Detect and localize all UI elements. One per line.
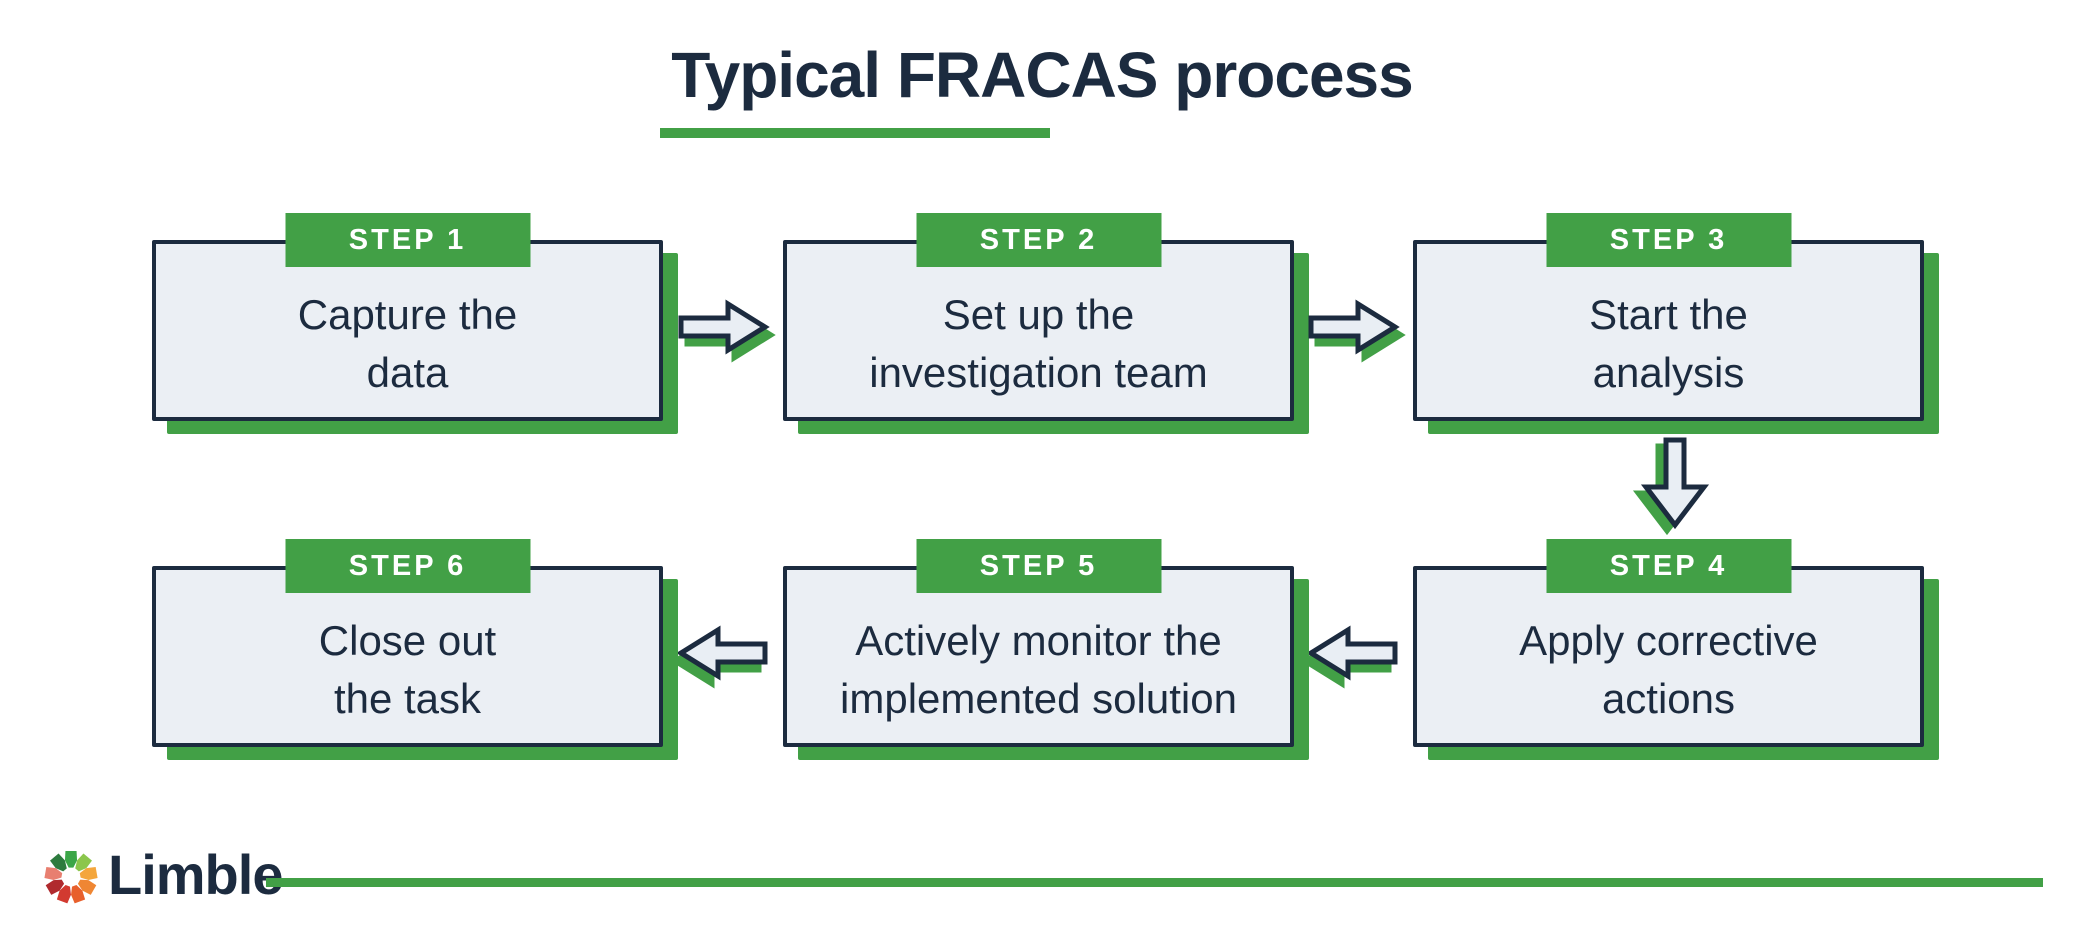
step-box-6: STEP 6 Close out the task <box>152 539 663 747</box>
step-4-text: Apply corrective actions <box>1417 570 1920 743</box>
brand-name: Limble <box>108 843 283 906</box>
step-1-text: Capture the data <box>156 244 659 417</box>
step-3-text: Start the analysis <box>1417 244 1920 417</box>
arrow-down-icon <box>1640 437 1710 530</box>
title-underline <box>660 128 1050 138</box>
step-5-line-1: Actively monitor the <box>855 617 1222 665</box>
step-4-badge: STEP 4 <box>1546 539 1791 593</box>
step-box-3: STEP 3 Start the analysis <box>1413 213 1924 421</box>
page-title: Typical FRACAS process <box>671 39 1413 111</box>
step-6-text: Close out the task <box>156 570 659 743</box>
step-1-badge: STEP 1 <box>285 213 530 267</box>
step-3-badge: STEP 3 <box>1546 213 1791 267</box>
arrow-right-icon <box>1308 299 1400 355</box>
step-4-line-2: actions <box>1601 674 1736 722</box>
step-5-line-2: implemented solution <box>840 674 1237 722</box>
step-6-badge: STEP 6 <box>285 539 530 593</box>
step-6-line-1: Close out <box>318 617 497 665</box>
step-1-line-2: data <box>366 348 449 396</box>
step-6-line-2: the task <box>333 674 482 722</box>
step-box-5: STEP 5 Actively monitor the implemented … <box>783 539 1294 747</box>
arrow-left-icon <box>1306 625 1398 681</box>
step-1-line-1: Capture the <box>297 291 518 339</box>
step-2-line-1: Set up the <box>942 291 1135 339</box>
step-4-line-1: Apply corrective <box>1519 617 1818 665</box>
step-2-text: Set up the investigation team <box>787 244 1290 417</box>
step-box-2: STEP 2 Set up the investigation team <box>783 213 1294 421</box>
arrow-right-icon <box>678 299 770 355</box>
step-box-4: STEP 4 Apply corrective actions <box>1413 539 1924 747</box>
arrow-left-icon <box>676 625 768 681</box>
step-5-badge: STEP 5 <box>916 539 1161 593</box>
step-5-text: Actively monitor the implemented solutio… <box>787 570 1290 743</box>
footer-rule <box>266 878 2043 887</box>
step-2-line-2: investigation team <box>869 348 1208 396</box>
step-2-badge: STEP 2 <box>916 213 1161 267</box>
step-box-1: STEP 1 Capture the data <box>152 213 663 421</box>
step-3-line-1: Start the <box>1589 291 1748 339</box>
step-3-line-2: analysis <box>1592 348 1745 396</box>
limble-gear-icon <box>44 850 98 904</box>
